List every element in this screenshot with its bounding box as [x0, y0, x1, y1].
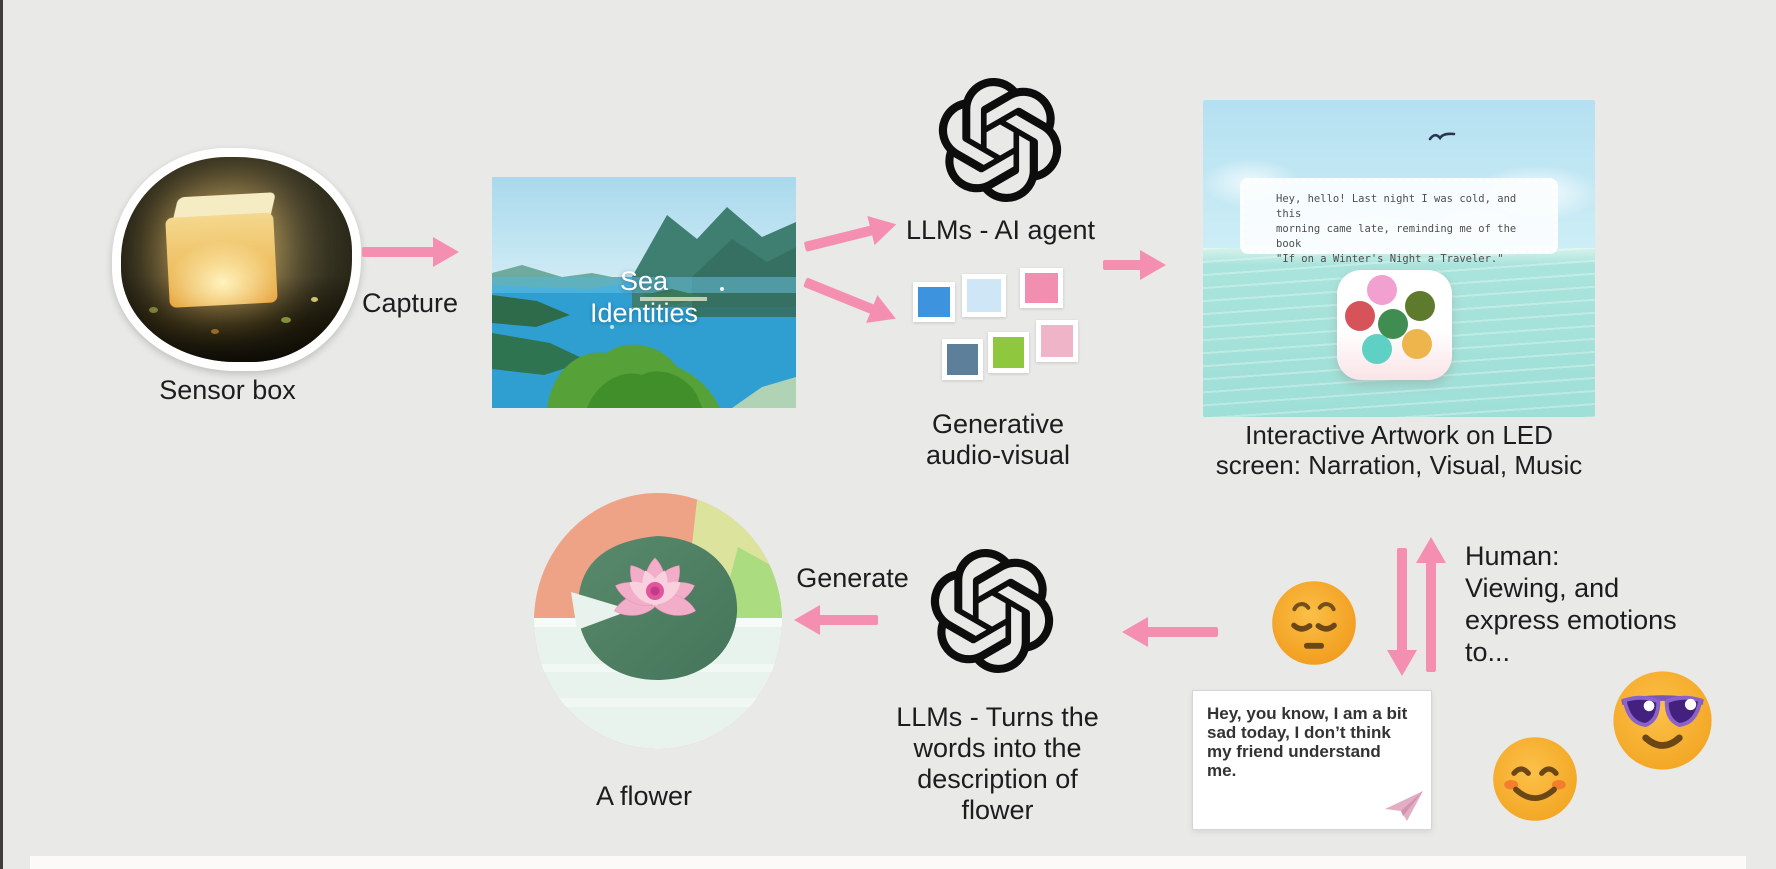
bird-icon [1428, 132, 1456, 141]
sensor-box-label: Sensor box [159, 375, 296, 405]
glowing-lantern-box [164, 192, 284, 310]
color-square-light-pink [1036, 320, 1078, 362]
capture-arrow [362, 247, 434, 257]
squares-to-led-arrow [1103, 260, 1141, 270]
led-caption: Interactive Artwork on LED screen: Narra… [1215, 420, 1583, 480]
human-description: Human: Viewing, and express emotions to.… [1465, 541, 1677, 667]
sea-landscape-art [492, 177, 796, 408]
sea-to-squares-arrow [803, 277, 875, 314]
flower-label: A flower [595, 781, 693, 811]
llm-top-label: LLMs - AI agent [905, 215, 1096, 245]
flower-image [533, 492, 783, 750]
generate-arrow [819, 615, 878, 625]
bottom-slide-strip [30, 856, 1746, 869]
openai-logo-icon [930, 547, 1054, 675]
button-dot-red [1345, 301, 1375, 331]
led-to-human-arrow-down [1397, 548, 1407, 651]
color-square-green [988, 332, 1029, 373]
left-edge-strip [0, 0, 3, 869]
color-square-blue [913, 282, 955, 322]
color-square-slate [942, 339, 983, 380]
color-buttons-cluster [1337, 270, 1452, 380]
capture-label: Capture [361, 288, 459, 318]
generative-label: Generative audio-visual [925, 409, 1071, 470]
button-dot-pink [1367, 275, 1397, 305]
color-square-light-blue [962, 274, 1006, 317]
chat-message-box: Hey, you know, I am a bit sad today, I d… [1192, 690, 1432, 830]
llm-bottom-label: LLMs - Turns the words into the descript… [896, 702, 1099, 825]
smiling-face-emoji [1493, 737, 1577, 821]
pensive-face-emoji [1272, 581, 1356, 665]
led-screen-artwork: Hey, hello! Last night I was cold, and t… [1203, 100, 1595, 417]
sea-identities-title: Sea Identities [589, 266, 699, 328]
human-to-led-arrow-up [1426, 562, 1436, 672]
button-dot-yellow [1402, 329, 1432, 359]
generate-label: Generate [796, 563, 909, 593]
sea-identities-image: Sea Identities [492, 177, 796, 408]
sensor-box-photo [112, 148, 361, 371]
color-square-pink [1020, 268, 1063, 308]
lotus-art [534, 493, 782, 749]
emotion-to-llm-arrow [1147, 627, 1218, 637]
sea-to-llm-arrow [803, 225, 874, 252]
narration-note: Hey, hello! Last night I was cold, and t… [1240, 178, 1558, 265]
button-dot-green [1378, 309, 1408, 339]
openai-logo-icon [938, 76, 1062, 204]
button-dot-teal [1362, 334, 1392, 364]
button-dot-olive [1405, 291, 1435, 321]
paper-plane-icon [1385, 791, 1423, 821]
sunglasses-face-emoji [1613, 671, 1712, 770]
